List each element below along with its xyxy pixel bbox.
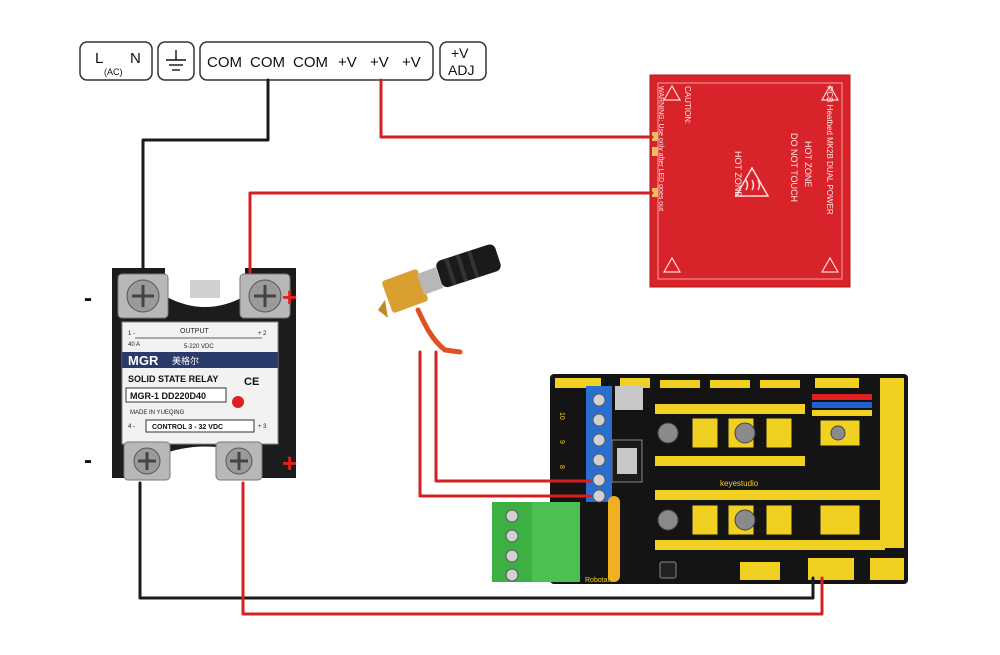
relay-model: MGR-1 DD220D40 bbox=[130, 391, 206, 401]
ramps-robotale-label: Robotale bbox=[585, 577, 613, 584]
wire-red-heatbed-to-relay bbox=[248, 191, 654, 274]
terminal-ac-label: (AC) bbox=[104, 67, 123, 77]
terminal-com-3: COM bbox=[293, 54, 328, 71]
green-power-terminal bbox=[492, 502, 580, 582]
relay-status-led bbox=[232, 396, 244, 408]
heatbed-warning: WARNING: Use only after LED goes out bbox=[657, 86, 664, 211]
power-supply-terminals: L (AC) N COM COM COM +V +V +V +V ADJ bbox=[79, 41, 487, 81]
relay-out-minus: 1 - bbox=[128, 331, 135, 337]
wire-red-relay-to-ramps bbox=[241, 481, 824, 616]
wire-red-hotend-2 bbox=[418, 350, 592, 498]
warning-triangle-icon bbox=[662, 84, 840, 273]
heat-symbol-icon bbox=[734, 166, 770, 197]
terminal-v-1: +V bbox=[338, 54, 357, 71]
relay-screw-top-left bbox=[117, 273, 169, 319]
ramps-d9-label: 9 bbox=[558, 440, 565, 444]
header-row-top bbox=[555, 378, 904, 548]
terminal-ground bbox=[157, 41, 195, 81]
wire-black-com-to-relay bbox=[141, 78, 270, 272]
relay-top-minus: - bbox=[84, 285, 92, 312]
terminal-adj: +V ADJ bbox=[439, 41, 487, 81]
heatbed-hot-zone-1: HOT ZONE bbox=[803, 141, 813, 187]
terminal-l-n: L (AC) N bbox=[79, 41, 153, 81]
wires bbox=[138, 78, 824, 616]
ramps-brand: keyestudio bbox=[720, 479, 759, 488]
relay-amps: 40 A bbox=[128, 342, 140, 348]
relay-screw-bottom-right bbox=[215, 441, 263, 481]
terminal-com-1: COM bbox=[207, 54, 242, 71]
solid-state-relay: 1 - OUTPUT + 2 40 A 5-220 VDC MGR 美格尔 SO… bbox=[84, 268, 297, 481]
terminal-l-label: L bbox=[95, 50, 103, 67]
stepper-slots-row-1 bbox=[655, 404, 885, 550]
fuse bbox=[608, 496, 620, 582]
relay-brand-cn: 美格尔 bbox=[172, 355, 199, 366]
relay-screw-bottom-left bbox=[123, 441, 171, 481]
relay-output-label: OUTPUT bbox=[180, 328, 210, 335]
terminal-com-v: COM COM COM +V +V +V bbox=[199, 41, 434, 81]
relay-bottom-minus: - bbox=[84, 447, 92, 474]
ramps-d8-label: 8 bbox=[558, 465, 565, 469]
heatbed-hot-zone-2: HOT ZONE bbox=[733, 151, 743, 197]
relay-control-label: CONTROL 3 - 32 VDC bbox=[152, 424, 223, 431]
terminal-adj-bottom: ADJ bbox=[448, 62, 474, 78]
relay-brand: MGR bbox=[128, 353, 159, 368]
heatbed-terminal-pads bbox=[652, 132, 658, 197]
relay-label-plate: 1 - OUTPUT + 2 40 A 5-220 VDC MGR 美格尔 SO… bbox=[121, 321, 279, 445]
wire-red-hotend-1 bbox=[434, 350, 592, 483]
heatbed-caution: CAUTION: bbox=[683, 86, 692, 124]
ground-icon bbox=[166, 50, 186, 71]
capacitors bbox=[657, 422, 846, 531]
relay-type-label: SOLID STATE RELAY bbox=[128, 374, 218, 384]
wire-red-v-to-heatbed bbox=[379, 78, 654, 139]
terminal-n-label: N bbox=[130, 50, 141, 67]
bottom-headers bbox=[659, 558, 904, 580]
heatbed-board-title: PCB Heatbed MK2B DUAL POWER bbox=[825, 86, 834, 215]
relay-made-in: MADE IN YUEQING bbox=[130, 410, 185, 416]
relay-bottom-plus: + bbox=[282, 448, 297, 478]
ramps-board: 10 9 8 keyestudio Robotale bbox=[492, 374, 908, 584]
relay-out-plus: + 2 bbox=[258, 331, 267, 337]
terminal-v-3: +V bbox=[402, 54, 421, 71]
hotend bbox=[378, 244, 501, 355]
relay-screw-top-right bbox=[239, 273, 291, 319]
terminal-com-2: COM bbox=[250, 54, 285, 71]
heatbed: PCB Heatbed MK2B DUAL POWER HOT ZONE DO … bbox=[649, 74, 851, 288]
heatbed-do-not-touch-1: DO NOT TOUCH bbox=[789, 133, 799, 202]
relay-ce-mark: CE bbox=[244, 376, 259, 388]
terminal-v-2: +V bbox=[370, 54, 389, 71]
relay-output-range: 5-220 VDC bbox=[184, 344, 214, 350]
terminal-adj-top: +V bbox=[451, 45, 469, 61]
relay-top-plus: + bbox=[282, 282, 297, 312]
relay-ctrl-minus: 4 - bbox=[128, 424, 135, 430]
color-headers bbox=[812, 394, 872, 416]
ramps-d10-label: 10 bbox=[558, 412, 565, 420]
blue-power-terminal bbox=[586, 386, 612, 503]
wire-black-relay-to-ramps bbox=[138, 481, 815, 600]
relay-ctrl-plus: + 3 bbox=[258, 424, 267, 430]
